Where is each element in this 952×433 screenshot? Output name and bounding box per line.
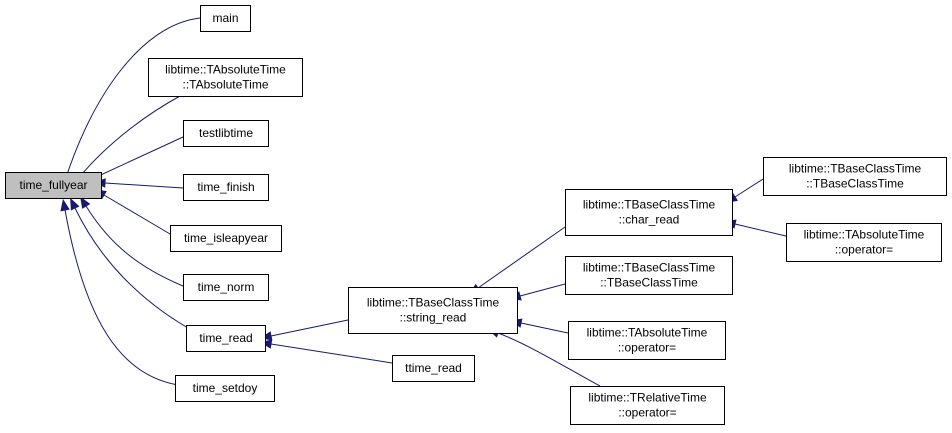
edge-line: [91, 136, 184, 180]
node-time-read[interactable]: time_read: [186, 325, 266, 352]
node-label: time_finish: [197, 180, 254, 194]
node-trelative-op[interactable]: libtime::TRelativeTime::operator=: [570, 386, 725, 425]
node-box: [170, 225, 282, 252]
node-label: libtime::TBaseClassTime: [367, 296, 500, 310]
node-box: [183, 174, 269, 201]
node-label: ::char_read: [619, 213, 680, 227]
edge-line: [64, 209, 179, 386]
edge-line: [734, 223, 787, 237]
edge-tabsolute_op_1-to-string_read: [509, 318, 569, 334]
edge-string_read-to-time_read: [259, 319, 349, 341]
node-label: libtime::TAbsoluteTime: [587, 326, 708, 340]
node-label: ttime_read: [405, 361, 462, 375]
node-label: time_fullyear: [19, 178, 87, 192]
node-testlibtime[interactable]: testlibtime: [183, 120, 269, 147]
edge-line: [270, 319, 349, 337]
node-time-fullyear[interactable]: time_fullyear: [5, 172, 102, 199]
node-main[interactable]: main: [200, 5, 251, 32]
node-ttime-read[interactable]: ttime_read: [392, 355, 475, 382]
node-box: [568, 321, 726, 360]
node-box: [348, 287, 518, 334]
node-label: libtime::TBaseClassTime: [789, 162, 922, 176]
edge-line: [734, 178, 764, 198]
edge-line: [74, 207, 189, 329]
node-label: ::operator=: [618, 341, 676, 355]
node-tabsolute-op-1[interactable]: libtime::TAbsoluteTime::operator=: [568, 321, 726, 360]
edge-time_read-to-time_fullyear: [70, 197, 189, 329]
edge-line: [520, 322, 569, 334]
edge-time_norm-to-time_fullyear: [80, 196, 184, 287]
node-label: ::operator=: [618, 406, 676, 420]
node-tbase-ctor-1[interactable]: libtime::TBaseClassTime::TBaseClassTime: [565, 256, 733, 295]
node-box: [175, 375, 275, 402]
node-label: main: [212, 11, 238, 25]
node-time-setdoy[interactable]: time_setdoy: [175, 375, 275, 402]
node-time-isleapyear[interactable]: time_isleapyear: [170, 225, 282, 252]
node-tbase-ctor-2[interactable]: libtime::TBaseClassTime::TBaseClassTime: [763, 157, 947, 196]
node-time-finish[interactable]: time_finish: [183, 174, 269, 201]
node-box: [565, 256, 733, 295]
node-box: [183, 120, 269, 147]
node-time-norm[interactable]: time_norm: [183, 274, 269, 301]
arrowhead: [60, 198, 70, 212]
node-label: ::TAbsoluteTime: [182, 78, 268, 92]
node-tabsolute-op-2[interactable]: libtime::TAbsoluteTime::operator=: [786, 223, 942, 262]
arrowhead: [70, 197, 80, 211]
node-box: [5, 172, 102, 199]
node-box: [200, 5, 251, 32]
node-label: time_read: [199, 331, 252, 345]
node-label: libtime::TBaseClassTime: [583, 261, 716, 275]
edge-line: [73, 95, 181, 185]
node-label: libtime::TBaseClassTime: [583, 198, 716, 212]
edge-time_isleapyear-to-time_fullyear: [94, 189, 171, 235]
edge-ttime_read-to-time_read: [259, 339, 393, 364]
edge-tbase_ctor_1-to-string_read: [509, 283, 566, 301]
node-label: time_setdoy: [193, 381, 258, 395]
node-box: [763, 157, 947, 196]
edge-line: [477, 226, 566, 289]
node-box: [786, 223, 942, 262]
node-string-read[interactable]: libtime::TBaseClassTime::string_read: [348, 287, 518, 334]
edge-line: [497, 332, 601, 387]
node-label: libtime::TRelativeTime: [588, 391, 707, 405]
edge-tabsolute_op_2-to-char_read: [723, 219, 787, 237]
node-label: ::TBaseClassTime: [600, 276, 698, 290]
node-box: [565, 189, 733, 236]
node-label: time_norm: [198, 280, 255, 294]
node-label: ::TBaseClassTime: [806, 177, 904, 191]
arrowhead: [80, 196, 91, 209]
node-box: [570, 386, 725, 425]
node-box: [183, 274, 269, 301]
node-label: ::operator=: [835, 243, 893, 257]
edge-line: [270, 343, 393, 364]
node-label: testlibtime: [199, 126, 253, 140]
node-box: [392, 355, 475, 382]
node-char-read[interactable]: libtime::TBaseClassTime::char_read: [565, 189, 733, 236]
edge-char_read-to-string_read: [468, 226, 566, 295]
node-label: time_isleapyear: [184, 231, 268, 245]
edge-line: [85, 205, 184, 287]
edge-line: [103, 194, 171, 235]
edge-main-to-time_fullyear: [59, 17, 201, 195]
node-label: ::string_read: [400, 311, 467, 325]
node-label: libtime::TAbsoluteTime: [165, 63, 286, 77]
node-label: libtime::TAbsoluteTime: [804, 228, 925, 242]
node-box: [148, 58, 303, 97]
node-box: [186, 325, 266, 352]
edge-time_setdoy-to-time_fullyear: [60, 198, 179, 386]
node-tabsolute-ctor[interactable]: libtime::TAbsoluteTime::TAbsoluteTime: [148, 58, 303, 97]
edge-line: [519, 283, 566, 297]
edge-time_finish-to-time_fullyear: [93, 178, 184, 189]
edge-line: [104, 182, 184, 189]
edge-line: [63, 17, 201, 185]
